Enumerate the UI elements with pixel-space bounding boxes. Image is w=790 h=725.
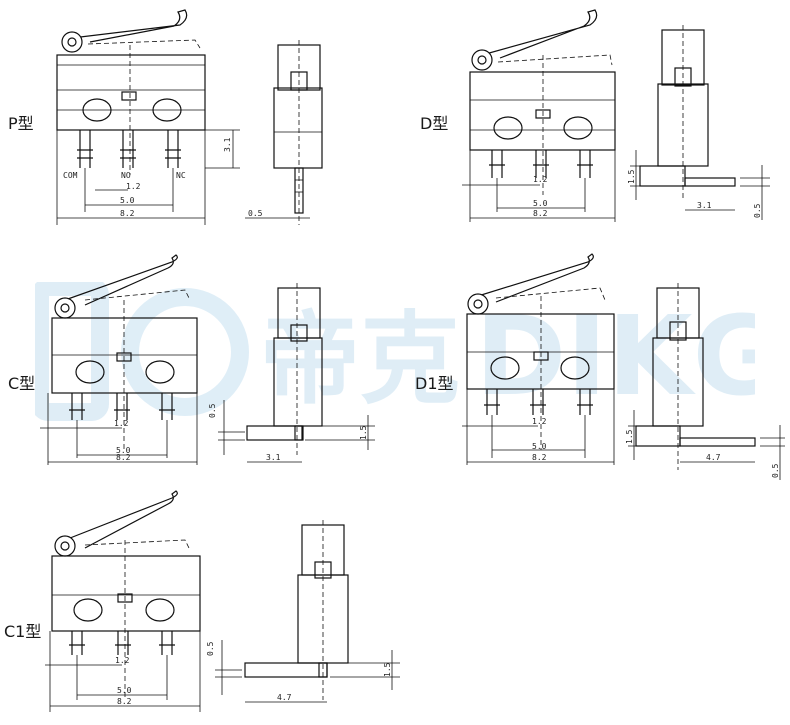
dim-D1-h2: 0.5 xyxy=(771,463,780,478)
dim-C1-h1: 0.5 xyxy=(206,641,215,656)
dim-C1-pitch: 1.2 xyxy=(115,656,130,665)
variant-P-side-view: 0.5 xyxy=(245,40,323,225)
pin-label-com: COM xyxy=(63,171,78,180)
variant-P-front-view: COM NO NC 1.2 5.0 8.2 3.1 xyxy=(56,9,240,225)
variant-C-front-view: 1.2 5.0 8.2 xyxy=(40,254,198,465)
dim-P-span: 5.0 xyxy=(120,196,135,205)
type-label-C1: C1型 xyxy=(4,622,42,641)
type-label-D: D型 xyxy=(420,114,449,133)
dim-C-width: 8.2 xyxy=(116,453,131,462)
dim-C-foot: 3.1 xyxy=(266,453,281,462)
pin-label-no: NO xyxy=(121,171,131,180)
dim-C-h2: 1.5 xyxy=(359,425,368,440)
dim-C-pitch: 1.2 xyxy=(114,419,129,428)
variant-D1-front-view: 1.2 5.0 8.2 xyxy=(462,253,615,465)
dim-P-side: 0.5 xyxy=(248,209,263,218)
dim-D1-width: 8.2 xyxy=(532,453,547,462)
dim-P-pitch: 1.2 xyxy=(126,182,141,191)
dim-C1-span: 5.0 xyxy=(117,686,132,695)
dim-C-h1: 0.5 xyxy=(208,403,217,418)
type-label-C: C型 xyxy=(8,374,36,393)
dim-C1-h2: 1.5 xyxy=(383,662,392,677)
dim-D1-pitch: 1.2 xyxy=(532,417,547,426)
dim-D-h1: 1.5 xyxy=(627,169,636,184)
variant-C1-front-view: 1.2 5.0 8.2 xyxy=(45,490,201,712)
dim-D1-h1: 1.5 xyxy=(625,429,634,444)
dim-D1-foot: 4.7 xyxy=(706,453,721,462)
dim-C1-foot: 4.7 xyxy=(277,693,292,702)
dim-P-width: 8.2 xyxy=(120,209,135,218)
dim-D-h2: 0.5 xyxy=(753,203,762,218)
dim-D-pitch: 1.2 xyxy=(533,175,548,184)
brand-watermark: 帝克 DIKGU xyxy=(35,282,755,421)
variant-C1-side-view: 4.7 0.5 1.5 xyxy=(206,520,400,703)
variant-D-front-view: 1.2 5.0 8.2 xyxy=(462,9,616,222)
type-label-P: P型 xyxy=(8,114,34,133)
dim-D1-span: 5.0 xyxy=(532,442,547,451)
dim-P-height: 3.1 xyxy=(223,137,232,152)
watermark-brand-cn: 帝克 xyxy=(260,301,460,418)
variant-D1-side-view: 4.7 1.5 0.5 xyxy=(625,283,785,480)
variant-C-side-view: 3.1 0.5 1.5 xyxy=(208,283,375,463)
dim-C1-width: 8.2 xyxy=(117,697,132,706)
pin-label-nc: NC xyxy=(176,171,186,180)
dim-D-width: 8.2 xyxy=(533,209,548,218)
type-label-D1: D1型 xyxy=(415,374,454,393)
dim-D-span: 5.0 xyxy=(533,199,548,208)
watermark-brand-en: DIKGU xyxy=(475,292,755,420)
variant-D-side-view: 3.1 1.5 0.5 xyxy=(627,25,770,220)
dim-D-foot: 3.1 xyxy=(697,201,712,210)
dim-C-span: 5.0 xyxy=(116,446,131,455)
